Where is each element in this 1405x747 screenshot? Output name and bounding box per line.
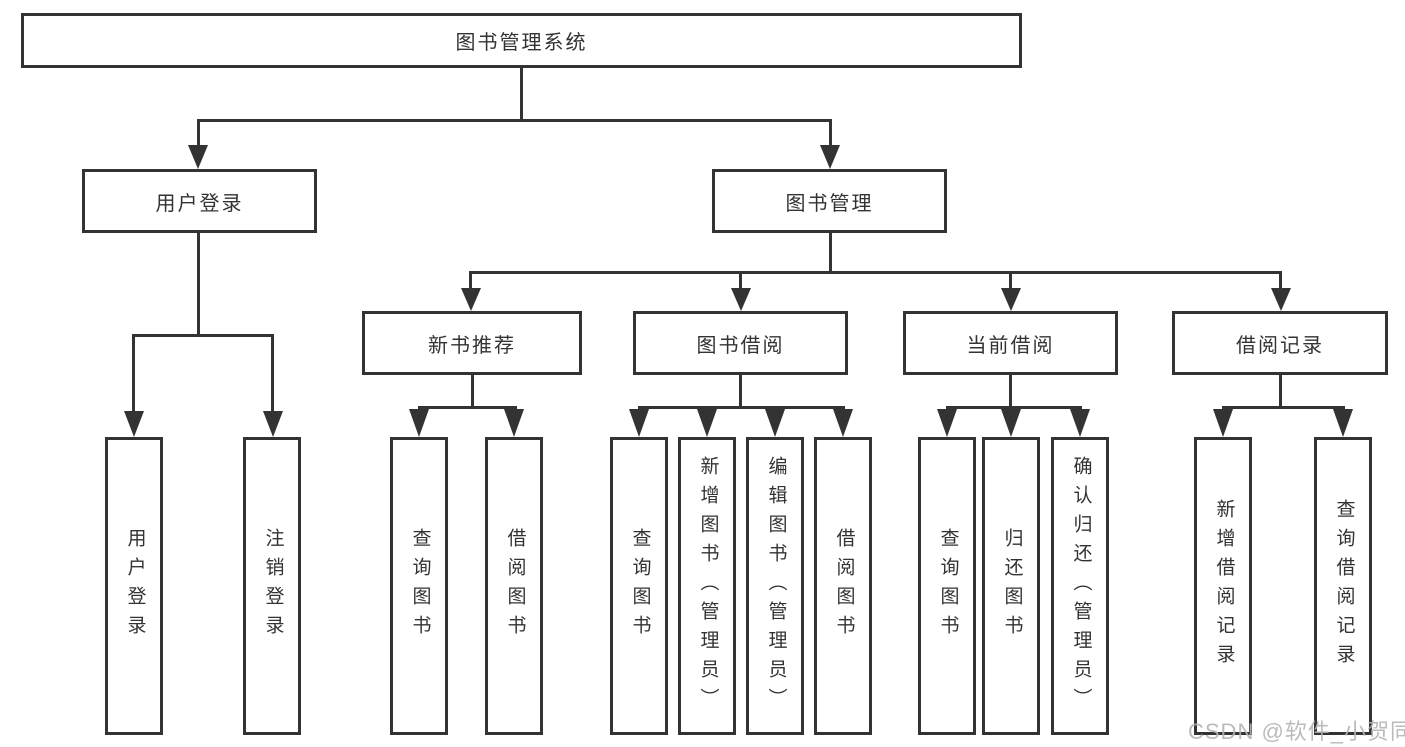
connector-stem-new-book-recommend <box>469 271 472 293</box>
arrow-down-icon <box>1000 288 1021 311</box>
node-new-book-recommend-label: 新书推荐 <box>428 334 516 357</box>
arrow-down-icon <box>765 409 785 437</box>
leaf-query-book-borrow-label: 查询图书 <box>629 528 651 644</box>
connector-stem-leaf-user-login <box>132 334 135 415</box>
leaf-confirm-return-admin-label: 确认归还（管理员） <box>1070 455 1092 717</box>
arrow-down-icon <box>937 409 957 437</box>
leaf-logout: 注销登录 <box>243 437 301 735</box>
node-borrow-record-label: 借阅记录 <box>1236 334 1324 357</box>
leaf-borrow-book-recommend-label: 借阅图书 <box>504 528 526 644</box>
connector-new-book-recommend-drop <box>470 375 474 408</box>
connector-root-drop <box>519 68 523 121</box>
node-book-management-label: 图书管理 <box>785 192 874 215</box>
connector-level2-rail <box>469 270 1282 274</box>
leaf-borrow-book: 借阅图书 <box>814 437 872 735</box>
leaf-query-book-recommend-label: 查询图书 <box>409 528 431 644</box>
leaf-query-book-borrow: 查询图书 <box>610 437 668 735</box>
node-root-label: 图书管理系统 <box>455 32 588 54</box>
leaf-logout-label: 注销登录 <box>262 528 284 644</box>
connector-user-login-rail <box>132 333 274 337</box>
node-book-management: 图书管理 <box>712 169 947 233</box>
connector-book-borrow-rail <box>637 406 845 409</box>
leaf-user-login: 用户登录 <box>105 437 163 735</box>
watermark: CSDN @软件_小贺同学 <box>1188 719 1405 744</box>
leaf-borrow-book-label: 借阅图书 <box>833 528 855 644</box>
node-root: 图书管理系统 <box>21 13 1022 68</box>
connector-user-login-drop <box>196 233 200 336</box>
connector-borrow-record-drop <box>1278 375 1282 408</box>
leaf-query-book-current: 查询图书 <box>918 437 976 735</box>
node-book-borrow: 图书借阅 <box>633 311 848 375</box>
node-new-book-recommend: 新书推荐 <box>362 311 582 375</box>
leaf-return-book: 归还图书 <box>982 437 1040 735</box>
arrow-down-icon <box>1001 409 1021 437</box>
arrow-down-icon <box>730 288 751 311</box>
arrow-down-icon <box>460 288 481 311</box>
node-user-login: 用户登录 <box>82 169 317 233</box>
leaf-query-book-current-label: 查询图书 <box>937 528 959 644</box>
arrow-down-icon <box>262 411 283 437</box>
connector-book-management-drop <box>828 233 832 274</box>
node-borrow-record: 借阅记录 <box>1172 311 1388 375</box>
leaf-borrow-book-recommend: 借阅图书 <box>485 437 543 735</box>
arrow-down-icon <box>629 409 649 437</box>
arrow-down-icon <box>1270 288 1291 311</box>
leaf-edit-book-admin: 编辑图书（管理员） <box>746 437 804 735</box>
leaf-edit-book-admin-label: 编辑图书（管理员） <box>765 455 787 717</box>
arrow-down-icon <box>697 409 717 437</box>
arrow-down-icon <box>833 409 853 437</box>
connector-stem-borrow-record <box>1279 271 1282 293</box>
connector-borrow-record-rail <box>1221 406 1345 409</box>
arrow-down-icon <box>409 409 429 437</box>
leaf-query-book-recommend: 查询图书 <box>390 437 448 735</box>
connector-stem-current-borrow <box>1009 271 1012 293</box>
arrow-down-icon <box>504 409 524 437</box>
connector-stem-user-login <box>196 119 200 149</box>
connector-stem-leaf-logout <box>271 334 274 415</box>
arrow-down-icon <box>1213 409 1233 437</box>
connector-level1-rail <box>196 118 832 122</box>
leaf-user-login-label: 用户登录 <box>124 528 146 644</box>
connector-stem-book-borrow <box>739 271 742 293</box>
leaf-return-book-label: 归还图书 <box>1001 528 1023 644</box>
leaf-add-borrow-record-label: 新增借阅记录 <box>1213 499 1235 673</box>
connector-stem-book-management <box>828 119 832 149</box>
leaf-query-borrow-record: 查询借阅记录 <box>1314 437 1372 735</box>
leaf-query-borrow-record-label: 查询借阅记录 <box>1333 499 1355 673</box>
arrow-down-icon <box>188 145 208 169</box>
leaf-add-book-admin: 新增图书（管理员） <box>678 437 736 735</box>
leaf-add-borrow-record: 新增借阅记录 <box>1194 437 1252 735</box>
connector-current-borrow-rail <box>945 406 1082 409</box>
node-book-borrow-label: 图书借阅 <box>696 334 785 357</box>
arrow-down-icon <box>820 145 840 169</box>
leaf-add-book-admin-label: 新增图书（管理员） <box>697 455 719 717</box>
leaf-confirm-return-admin: 确认归还（管理员） <box>1051 437 1109 735</box>
connector-new-book-recommend-rail <box>417 406 517 409</box>
node-current-borrow-label: 当前借阅 <box>966 334 1055 357</box>
arrow-down-icon <box>1333 409 1353 437</box>
connector-current-borrow-drop <box>1008 375 1012 408</box>
arrow-down-icon <box>1070 409 1090 437</box>
connector-book-borrow-drop <box>738 375 742 408</box>
node-user-login-label: 用户登录 <box>155 192 244 215</box>
arrow-down-icon <box>123 411 144 437</box>
node-current-borrow: 当前借阅 <box>903 311 1118 375</box>
